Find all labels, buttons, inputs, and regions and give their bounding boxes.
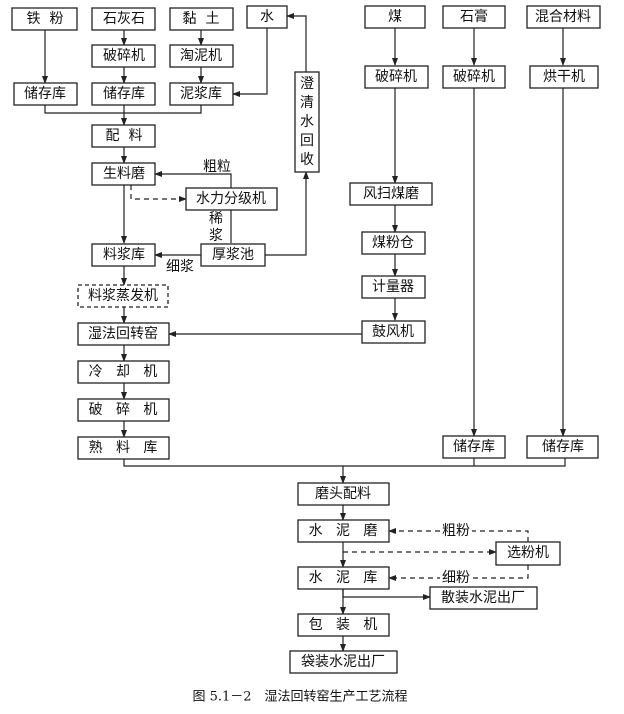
node-crusher-limestone: 破碎机 xyxy=(91,44,156,68)
node-bulk-cement-out: 散装水泥出厂 xyxy=(429,586,538,610)
svg-text:水: 水 xyxy=(260,9,274,25)
svg-text:散装水泥出厂: 散装水泥出厂 xyxy=(441,590,525,606)
node-clay: 黏 土 xyxy=(169,7,234,31)
node-mixed-material: 混合材料 xyxy=(526,5,601,29)
label-coarse-grain: 粗粒 xyxy=(203,159,231,175)
node-clinker-crusher: 破 碎 机 xyxy=(77,398,170,422)
svg-text:回: 回 xyxy=(300,133,314,149)
label-thin-slurry-2: 浆 xyxy=(209,228,223,244)
svg-text:泥浆库: 泥浆库 xyxy=(180,86,222,102)
node-mixed-store: 储存库 xyxy=(526,435,599,459)
node-storage-limestone: 储存库 xyxy=(91,82,156,106)
node-meter: 计量器 xyxy=(361,275,426,299)
node-hydro-classifier: 水力分级机 xyxy=(185,187,278,211)
label-thin-slurry-1: 稀 xyxy=(209,211,223,227)
svg-text:厚浆池: 厚浆池 xyxy=(212,247,254,263)
svg-text:水 泥 库: 水 泥 库 xyxy=(309,570,378,586)
node-separator: 选粉机 xyxy=(495,541,561,566)
node-iron-powder: 铁 粉 xyxy=(11,7,78,31)
node-washer: 淘泥机 xyxy=(169,44,234,68)
node-limestone: 石灰石 xyxy=(91,7,156,31)
node-clear-water-recovery: 澄 清 水 回 收 xyxy=(294,71,320,173)
svg-text:澄: 澄 xyxy=(300,76,314,92)
node-wet-rotary-kiln: 湿法回转窑 xyxy=(77,322,170,346)
svg-text:冷 却 机: 冷 却 机 xyxy=(89,364,158,380)
node-cooler: 冷 却 机 xyxy=(77,360,170,384)
svg-text:铁 粉: 铁 粉 xyxy=(27,11,64,27)
svg-text:包 装 机: 包 装 机 xyxy=(309,617,378,633)
svg-text:收: 收 xyxy=(300,152,314,168)
svg-text:袋装水泥出厂: 袋装水泥出厂 xyxy=(301,654,385,670)
svg-text:破碎机: 破碎机 xyxy=(375,69,417,85)
node-coal-mill: 风扫煤磨 xyxy=(349,182,433,206)
node-blower: 鼓风机 xyxy=(361,320,426,344)
svg-text:黏 土: 黏 土 xyxy=(183,11,220,27)
node-slurry-evaporator: 料浆蒸发机 xyxy=(77,284,169,308)
svg-text:计量器: 计量器 xyxy=(372,279,414,295)
connectors xyxy=(42,13,566,652)
node-slurry-store: 泥浆库 xyxy=(169,82,234,106)
node-slurry-tank: 料浆库 xyxy=(91,243,156,267)
svg-text:鼓风机: 鼓风机 xyxy=(372,324,414,340)
node-gypsum-crusher: 破碎机 xyxy=(442,65,506,89)
figure-caption: 图 5.1－2 湿法回转窑生产工艺流程 xyxy=(192,689,407,705)
svg-text:水: 水 xyxy=(300,114,314,130)
svg-text:煤: 煤 xyxy=(388,9,402,25)
svg-text:熟 料 库: 熟 料 库 xyxy=(89,440,158,456)
svg-text:石膏: 石膏 xyxy=(460,8,488,25)
node-raw-mill: 生料磨 xyxy=(91,162,156,186)
node-batching: 配 料 xyxy=(91,124,156,148)
svg-text:磨头配料: 磨头配料 xyxy=(315,486,371,502)
svg-text:湿法回转窑: 湿法回转窑 xyxy=(88,325,158,342)
node-mill-head-batching: 磨头配料 xyxy=(297,482,390,506)
svg-text:破碎机: 破碎机 xyxy=(103,48,145,64)
svg-text:风扫煤磨: 风扫煤磨 xyxy=(363,186,419,202)
node-clinker-store: 熟 料 库 xyxy=(77,436,170,460)
node-coal: 煤 xyxy=(364,5,426,29)
node-thick-slurry-pond: 厚浆池 xyxy=(200,243,266,267)
node-dryer: 烘干机 xyxy=(529,65,599,89)
svg-text:储存库: 储存库 xyxy=(103,86,145,102)
svg-text:烘干机: 烘干机 xyxy=(543,69,585,85)
label-coarse-powder: 粗粉 xyxy=(442,523,470,539)
svg-text:生料磨: 生料磨 xyxy=(103,166,145,182)
label-fine-powder: 细粉 xyxy=(442,570,470,586)
node-gypsum: 石膏 xyxy=(442,5,506,29)
svg-text:煤粉仓: 煤粉仓 xyxy=(372,235,414,251)
node-bagged-cement-out: 袋装水泥出厂 xyxy=(289,650,398,674)
node-cement-silo: 水 泥 库 xyxy=(297,566,390,590)
svg-text:石灰石: 石灰石 xyxy=(103,11,145,27)
svg-text:破碎机: 破碎机 xyxy=(453,69,495,85)
svg-text:水 泥 磨: 水 泥 磨 xyxy=(309,523,378,539)
svg-text:料浆蒸发机: 料浆蒸发机 xyxy=(88,288,158,304)
svg-text:选粉机: 选粉机 xyxy=(507,545,549,561)
node-cement-mill: 水 泥 磨 xyxy=(297,519,390,543)
node-coal-crusher: 破碎机 xyxy=(364,65,429,89)
svg-text:储存库: 储存库 xyxy=(24,86,66,102)
node-coal-bin: 煤粉仓 xyxy=(361,231,426,255)
node-packer: 包 装 机 xyxy=(297,613,390,637)
svg-text:清: 清 xyxy=(300,95,314,111)
label-fine-slurry: 细浆 xyxy=(166,259,194,275)
svg-text:配 料: 配 料 xyxy=(106,128,143,144)
svg-text:储存库: 储存库 xyxy=(542,439,584,455)
svg-text:水力分级机: 水力分级机 xyxy=(196,191,266,207)
node-water: 水 xyxy=(246,5,288,29)
svg-text:混合材料: 混合材料 xyxy=(535,9,591,25)
node-storage-iron: 储存库 xyxy=(13,82,78,106)
node-gypsum-store: 储存库 xyxy=(442,435,506,459)
svg-text:破 碎 机: 破 碎 机 xyxy=(89,402,158,418)
svg-text:淘泥机: 淘泥机 xyxy=(180,48,222,64)
svg-text:储存库: 储存库 xyxy=(453,439,495,455)
svg-text:料浆库: 料浆库 xyxy=(103,247,145,263)
